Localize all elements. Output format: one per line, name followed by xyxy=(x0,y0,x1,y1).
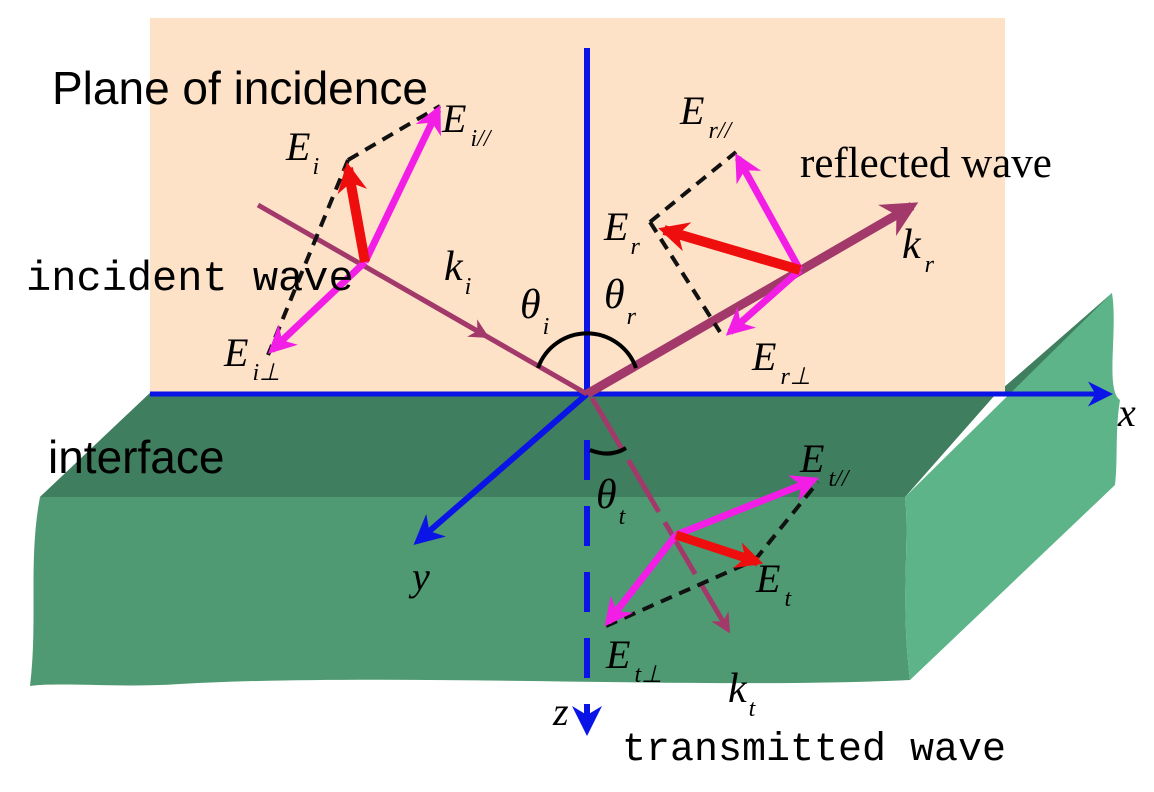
y-axis xyxy=(413,391,589,545)
z-axis-label: z xyxy=(552,689,569,734)
theta-r-label: θr xyxy=(604,272,637,330)
e-i-vector xyxy=(337,162,370,263)
e-t-vector xyxy=(674,530,764,569)
arc-theta-i-r xyxy=(536,331,638,369)
theta-t-label: θt xyxy=(596,472,627,530)
dash-i-2 xyxy=(266,159,350,356)
k-t-vector xyxy=(589,396,731,634)
reflected-wave-label: reflected wave xyxy=(800,140,1052,187)
k-r-vector xyxy=(584,202,919,398)
k-i-label: ki xyxy=(444,244,471,300)
e-i-label: Ei xyxy=(285,124,319,180)
incident-fields xyxy=(266,104,442,356)
medium-block xyxy=(30,293,1120,686)
e-t-par-vector xyxy=(674,475,820,539)
e-t-perp-vector xyxy=(604,532,679,627)
plane-of-incidence-label: Plane of incidence xyxy=(52,62,428,114)
e-r-label: Er xyxy=(603,204,640,260)
theta-i-label: θi xyxy=(520,282,549,340)
medium-top-face-fill xyxy=(40,393,995,497)
e-r-vector xyxy=(658,222,802,275)
transmitted-fields xyxy=(604,475,820,628)
axes xyxy=(150,48,1113,736)
text-labels: Plane of incidence interface incident wa… xyxy=(26,62,1136,773)
e-r-perp-vector xyxy=(725,267,803,336)
reflected-fields xyxy=(648,150,804,336)
interface-label: interface xyxy=(48,431,224,483)
x-axis-label: x xyxy=(1117,390,1136,435)
transmitted-wave-label: transmitted wave xyxy=(622,728,1006,773)
incident-wave-label: incident wave xyxy=(26,255,354,303)
angle-arcs xyxy=(536,331,638,456)
arc-theta-t xyxy=(589,446,628,456)
k-i-arrow xyxy=(418,295,490,339)
wave-vectors xyxy=(256,202,919,634)
e-r-par-vector xyxy=(734,153,804,272)
e-i-par-vector xyxy=(361,104,442,264)
e-i-perp-vector xyxy=(267,259,368,354)
k-t-label: kt xyxy=(728,666,757,722)
y-axis-label: y xyxy=(408,554,430,599)
medium-side-face xyxy=(905,293,1120,680)
